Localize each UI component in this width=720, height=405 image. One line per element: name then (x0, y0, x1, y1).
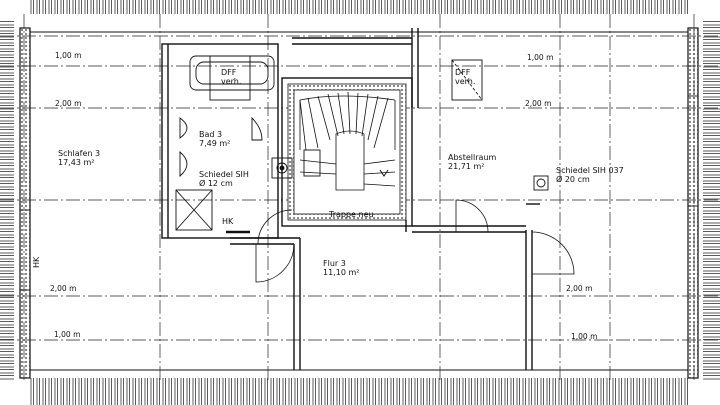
dff-right-line1: DFF (455, 68, 471, 77)
dim-right-200-top: 2,00 m (525, 99, 552, 108)
dim-left-100-bottom: 1,00 m (54, 330, 81, 339)
interior-walls (161, 28, 540, 370)
dim-right-100-bottom: 1,00 m (571, 332, 598, 341)
stair-label: Trappe neu (329, 210, 374, 219)
chimney-large-label: Schiedel SIH 037 Ø 20 cm (556, 166, 624, 184)
stair (299, 91, 396, 191)
chimney-large-name: Schiedel SIH 037 (556, 166, 624, 175)
room-area: 7,49 m² (199, 139, 231, 148)
room-label-schlafen: Schlafen 3 17,43 m² (58, 149, 100, 167)
room-name: Flur 3 (323, 259, 346, 268)
room-area: 17,43 m² (58, 158, 95, 167)
hk-bad-label: HK (222, 217, 234, 226)
dff-left-label: DFF verh. (221, 68, 241, 86)
dff-right-label: DFF verh. (455, 68, 475, 86)
room-area: 11,10 m² (323, 268, 360, 277)
dff-left-line1: DFF (221, 68, 237, 77)
room-name: Schlafen 3 (58, 149, 101, 158)
door-swings (255, 199, 575, 283)
room-name: Abstellraum (448, 153, 497, 162)
dim-left-100-top: 1,00 m (55, 51, 82, 60)
dim-right-100-top: 1,00 m (527, 53, 554, 62)
room-label-abstellraum: Abstellraum 21,71 m² (448, 153, 496, 171)
chimney-small-label: Schiedel SIH Ø 12 cm (199, 170, 249, 188)
room-label-flur: Flur 3 11,10 m² (323, 259, 359, 277)
chimney-small-dia: Ø 12 cm (199, 179, 233, 188)
dim-right-200-bottom: 2,00 m (566, 284, 593, 293)
chimney-icons (271, 149, 549, 191)
dimension-lines (0, 14, 720, 380)
room-name: Bad 3 (199, 130, 223, 139)
room-area: 21,71 m² (448, 162, 485, 171)
chimney-large-dia: Ø 20 cm (556, 175, 590, 184)
dim-left-200-top: 2,00 m (55, 99, 82, 108)
dim-left-200-bottom: 2,00 m (50, 284, 77, 293)
dff-left-line2: verh. (221, 77, 242, 86)
room-label-bad: Bad 3 7,49 m² (199, 130, 230, 148)
bath-fixtures (175, 55, 275, 234)
chimney-small-name: Schiedel SIH (199, 170, 249, 179)
dff-right-line2: verh. (455, 77, 476, 86)
hk-schlafen-label: HK (32, 256, 41, 268)
roof-windows (19, 55, 699, 291)
